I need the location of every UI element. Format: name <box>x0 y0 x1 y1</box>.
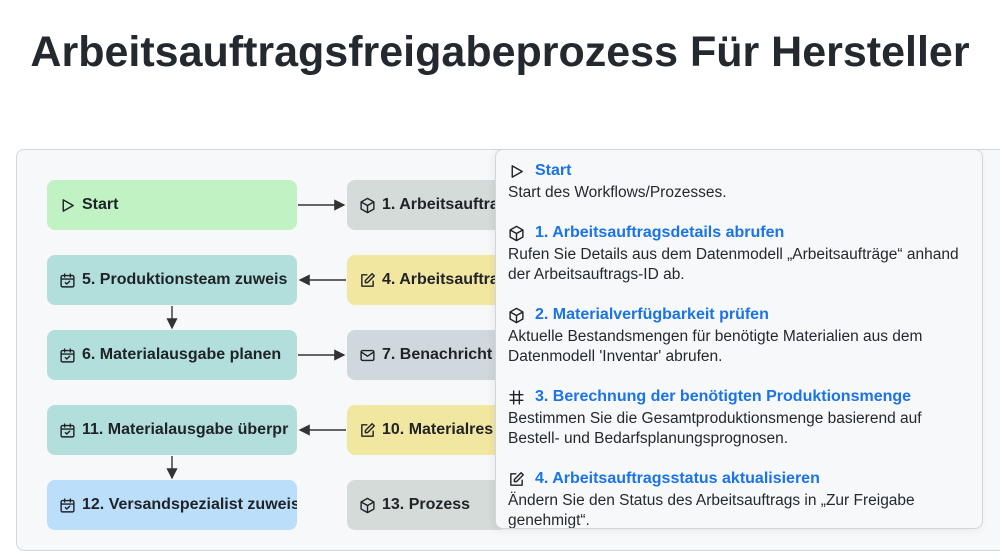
edit-icon <box>359 422 376 439</box>
node-start[interactable]: Start <box>47 180 297 230</box>
node-label: 12. Versandspezialist zuweis <box>82 496 297 513</box>
detail-step-title[interactable]: 2. Materialverfügbarkeit prüfen <box>535 306 769 323</box>
node-label: 10. Materialres <box>382 421 494 438</box>
detail-step-title[interactable]: 1. Arbeitsauftragsdetails abrufen <box>535 224 785 241</box>
detail-step-4: 4. Arbeitsauftragsstatus aktualisieren Ä… <box>508 468 972 529</box>
edit-icon <box>359 272 376 289</box>
play-icon <box>59 197 76 214</box>
node-step-11[interactable]: 11. Materialausgabe überpr <box>47 405 297 455</box>
detail-step-description: Bestimmen Sie die Gesamtproduktionsmenge… <box>508 410 922 447</box>
detail-step-description: Ändern Sie den Status des Arbeitsauftrag… <box>508 492 915 529</box>
node-step-13[interactable]: 13. Prozess <box>347 480 507 530</box>
page-title: Arbeitsauftragsfreigabeprozess Für Herst… <box>30 28 970 76</box>
cube-icon <box>359 197 376 214</box>
calendar-check-icon <box>59 497 76 514</box>
node-label: 4. Arbeitsauftra <box>382 271 499 288</box>
calculator-icon <box>508 389 525 406</box>
cube-icon <box>359 497 376 514</box>
step-details-panel[interactable]: Start Start des Workflows/Prozesses. 1. … <box>495 149 983 529</box>
detail-step-description: Start des Workflows/Prozesses. <box>508 184 727 201</box>
edit-icon <box>508 471 525 488</box>
node-label: 1. Arbeitsauftra <box>382 196 499 213</box>
node-step-5[interactable]: 5. Produktionsteam zuweis <box>47 255 297 305</box>
node-label: Start <box>82 196 119 213</box>
node-label: 6. Materialausgabe planen <box>82 346 282 363</box>
node-step-7[interactable]: 7. Benachricht <box>347 330 507 380</box>
calendar-check-icon <box>59 347 76 364</box>
detail-step-title[interactable]: Start <box>535 162 572 179</box>
detail-step-3: 3. Berechnung der benötigten Produktions… <box>508 386 972 449</box>
calendar-check-icon <box>59 422 76 439</box>
node-step-12[interactable]: 12. Versandspezialist zuweis <box>47 480 297 530</box>
node-step-6[interactable]: 6. Materialausgabe planen <box>47 330 297 380</box>
detail-step-start: Start Start des Workflows/Prozesses. <box>508 160 972 203</box>
calendar-check-icon <box>59 272 76 289</box>
play-icon <box>508 163 525 180</box>
detail-step-2: 2. Materialverfügbarkeit prüfen Aktuelle… <box>508 304 972 367</box>
node-label: 7. Benachricht <box>382 346 493 363</box>
node-step-1[interactable]: 1. Arbeitsauftra <box>347 180 507 230</box>
cube-icon <box>508 225 525 242</box>
node-label: 5. Produktionsteam zuweis <box>82 271 288 288</box>
detail-step-1: 1. Arbeitsauftragsdetails abrufen Rufen … <box>508 222 972 285</box>
detail-step-description: Aktuelle Bestandsmengen für benötigte Ma… <box>508 328 923 365</box>
cube-icon <box>508 307 525 324</box>
detail-step-description: Rufen Sie Details aus dem Datenmodell „A… <box>508 246 959 283</box>
node-step-4[interactable]: 4. Arbeitsauftra <box>347 255 507 305</box>
node-label: 13. Prozess <box>382 496 471 513</box>
detail-step-title[interactable]: 3. Berechnung der benötigten Produktions… <box>535 388 912 405</box>
detail-step-title[interactable]: 4. Arbeitsauftragsstatus aktualisieren <box>535 470 820 487</box>
node-label: 11. Materialausgabe überpr <box>82 421 289 438</box>
node-step-10[interactable]: 10. Materialres <box>347 405 507 455</box>
mail-icon <box>359 347 376 364</box>
